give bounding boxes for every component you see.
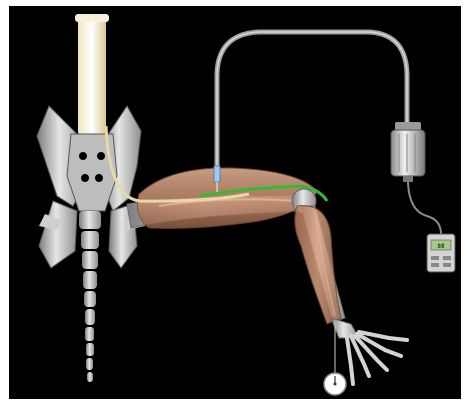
tail-vertebra [87,372,93,382]
tail-vertebra [81,231,99,249]
tail-vertebra [79,211,101,229]
stimulation-tube-highlight [217,32,407,174]
meter-cable [408,182,441,234]
tail-vertebra [84,291,96,307]
tail-vertebra [85,327,94,341]
tail-vertebra [86,343,94,356]
tail-vertebra [82,251,98,269]
anatomy-illustration: 88 [9,6,461,399]
sacral-foramen [95,174,103,182]
sacral-foramen [79,152,87,160]
spinal-cord-cap [75,14,109,22]
ischium-left [39,201,77,268]
dial-icon[interactable] [324,373,346,395]
pump-icon[interactable] [391,122,425,182]
tail-vertebra [85,309,95,325]
meter-button[interactable] [431,263,439,267]
meter-icon[interactable]: 88 [427,234,455,272]
dial-hub [334,383,337,386]
sacral-foramen [81,174,89,182]
spinal-cord [78,16,106,136]
meter-button[interactable] [431,256,439,260]
sacral-foramen [97,152,105,160]
foot-bones [331,318,407,384]
toe-bone [347,338,353,384]
anatomy-scene: 88 [9,6,461,399]
needle-electrode[interactable] [214,166,220,182]
pump-body [391,130,425,176]
stimulation-tube [217,32,407,174]
calf-muscle [295,206,341,324]
pump-outlet [403,176,413,182]
meter-button[interactable] [443,263,451,267]
meter-button[interactable] [443,256,451,260]
meter-readout: 88 [437,243,445,250]
tail-vertebra [83,271,97,289]
tail-vertebra [86,358,93,370]
